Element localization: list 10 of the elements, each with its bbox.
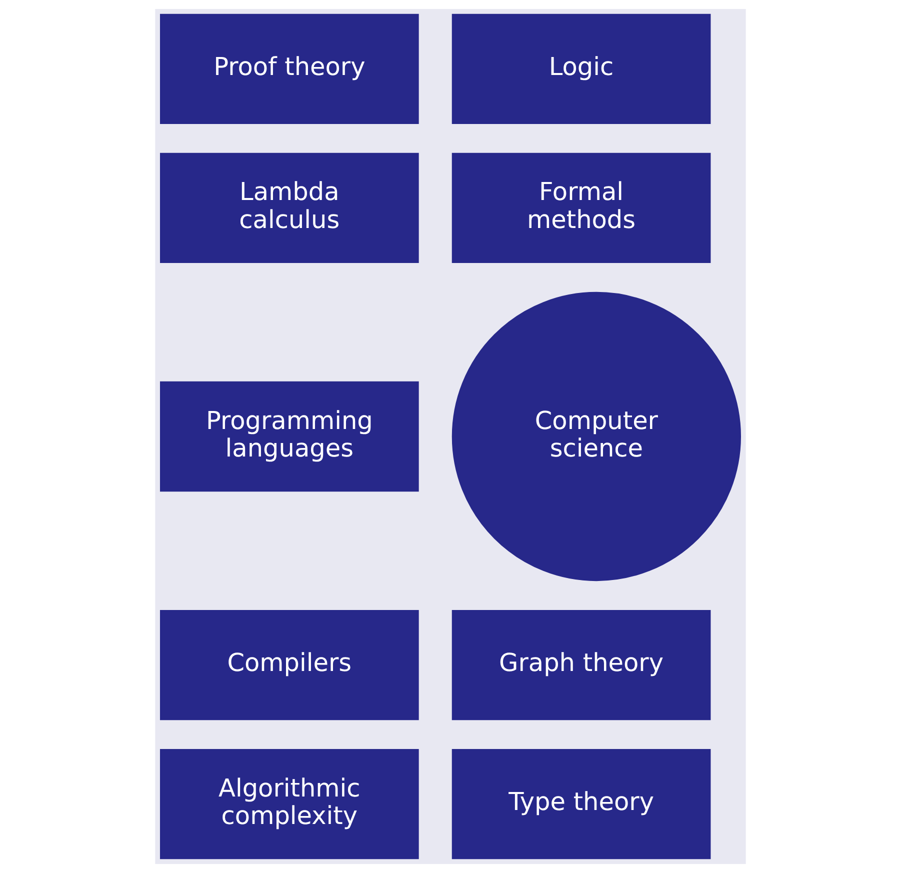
node-box: Algorithmic complexity	[160, 748, 418, 859]
node-box: Logic	[451, 13, 710, 124]
node-box: Type theory	[451, 748, 710, 859]
node-box: Formal methods	[451, 152, 710, 263]
node-box: Compilers	[160, 609, 418, 720]
node-box: Lambda calculus	[160, 152, 418, 263]
node-box: Proof theory	[160, 13, 418, 124]
node-circle: Computer science	[451, 291, 740, 581]
node-box: Programming languages	[160, 380, 418, 492]
node-box: Graph theory	[451, 609, 710, 720]
